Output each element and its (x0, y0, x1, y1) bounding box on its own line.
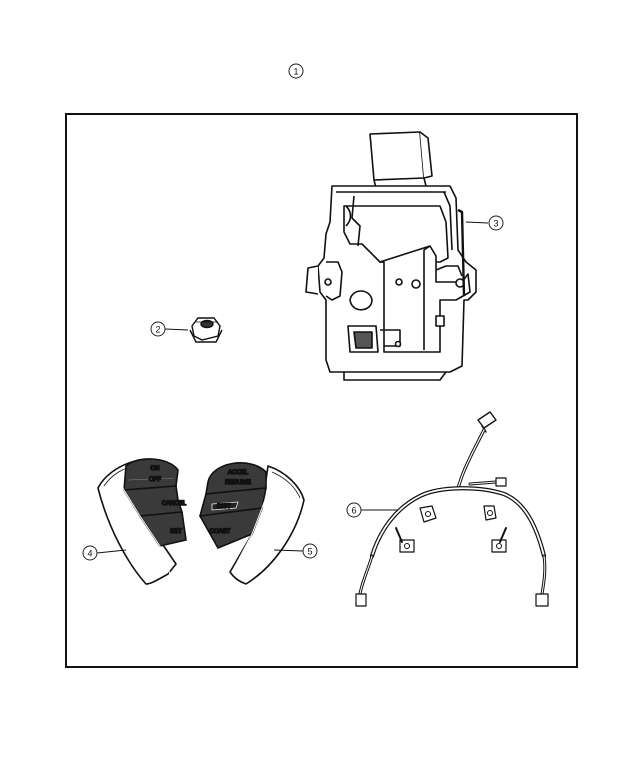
callout-1: 1 (288, 63, 304, 79)
wiring-harness (355, 411, 549, 607)
svg-text:4: 4 (87, 549, 92, 559)
svg-text:OFF: OFF (149, 477, 161, 483)
svg-text:5: 5 (307, 547, 312, 557)
svg-text:DIST: DIST (217, 504, 231, 510)
control-module (305, 131, 477, 381)
diagram-frame (65, 113, 578, 668)
svg-text:COAST: COAST (210, 529, 231, 535)
svg-text:ACCEL: ACCEL (228, 470, 249, 476)
hex-nut (189, 317, 223, 343)
left-switch: ON OFF CANCEL SET (97, 458, 188, 585)
svg-text:RESUME: RESUME (225, 480, 251, 486)
svg-text:CANCEL: CANCEL (162, 501, 187, 507)
svg-text:SET: SET (170, 529, 182, 535)
callout-3: 3 (465, 215, 504, 231)
callout-4: 4 (82, 545, 127, 561)
svg-text:2: 2 (155, 325, 160, 335)
svg-text:6: 6 (351, 506, 356, 516)
callout-6: 6 (346, 502, 398, 518)
svg-text:3: 3 (493, 219, 498, 229)
callout-5: 5 (273, 543, 318, 559)
right-switch: ACCEL RESUME DIST COAST (199, 462, 305, 585)
svg-text:ON: ON (151, 466, 160, 472)
callout-2: 2 (150, 321, 189, 337)
svg-text:1: 1 (293, 67, 298, 77)
